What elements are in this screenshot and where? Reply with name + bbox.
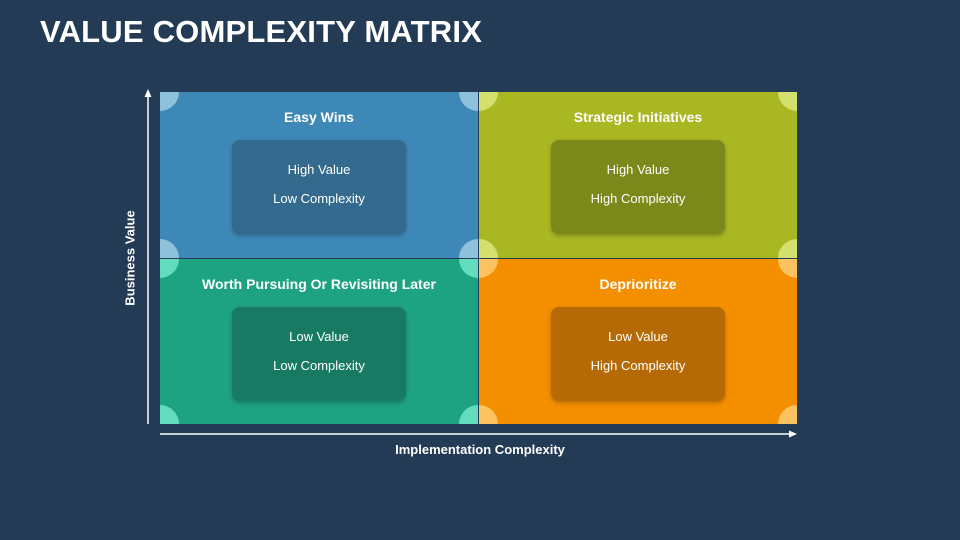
quadrant-title: Worth Pursuing Or Revisiting Later	[202, 276, 436, 292]
y-axis-arrow	[144, 89, 152, 424]
complexity-text: High Complexity	[590, 358, 686, 373]
quadrant-worth-pursuing: Worth Pursuing Or Revisiting Later Low V…	[160, 259, 478, 424]
x-axis-label: Implementation Complexity	[0, 442, 960, 457]
complexity-text: Low Complexity	[273, 358, 365, 373]
corner-circle	[459, 405, 478, 424]
corner-circle	[459, 239, 478, 258]
quadrant-deprioritize: Deprioritize Low Value High Complexity	[479, 259, 797, 424]
quadrant-title: Deprioritize	[599, 276, 677, 292]
corner-circle	[160, 405, 179, 424]
corner-circle	[778, 239, 797, 258]
quadrant-detail-box: Low Value High Complexity	[551, 307, 725, 401]
complexity-text: High Complexity	[590, 191, 686, 206]
value-text: Low Value	[608, 329, 668, 344]
quadrant-title: Easy Wins	[284, 109, 354, 125]
quadrant-title: Strategic Initiatives	[573, 109, 703, 125]
corner-circle	[778, 405, 797, 424]
quadrant-detail-box: Low Value Low Complexity	[232, 307, 406, 401]
slide-title: VALUE COMPLEXITY MATRIX	[40, 14, 483, 49]
value-text: High Value	[606, 162, 670, 177]
complexity-text: Low Complexity	[273, 191, 365, 206]
quadrant-detail-box: High Value High Complexity	[551, 140, 725, 234]
x-axis-label-text: Implementation Complexity	[395, 442, 565, 457]
quadrant-strategic-initiatives: Strategic Initiatives High Value High Co…	[479, 92, 797, 258]
corner-circle	[160, 239, 179, 258]
quadrant-easy-wins: Easy Wins High Value Low Complexity	[160, 92, 478, 258]
value-complexity-matrix: Easy Wins High Value Low Complexity Stra…	[160, 92, 797, 424]
value-text: Low Value	[289, 329, 349, 344]
corner-circle	[479, 239, 498, 258]
y-axis-label: Business Value	[122, 210, 138, 306]
x-axis-arrow	[160, 430, 797, 438]
value-text: High Value	[287, 162, 351, 177]
quadrant-detail-box: High Value Low Complexity	[232, 140, 406, 234]
corner-circle	[479, 405, 498, 424]
